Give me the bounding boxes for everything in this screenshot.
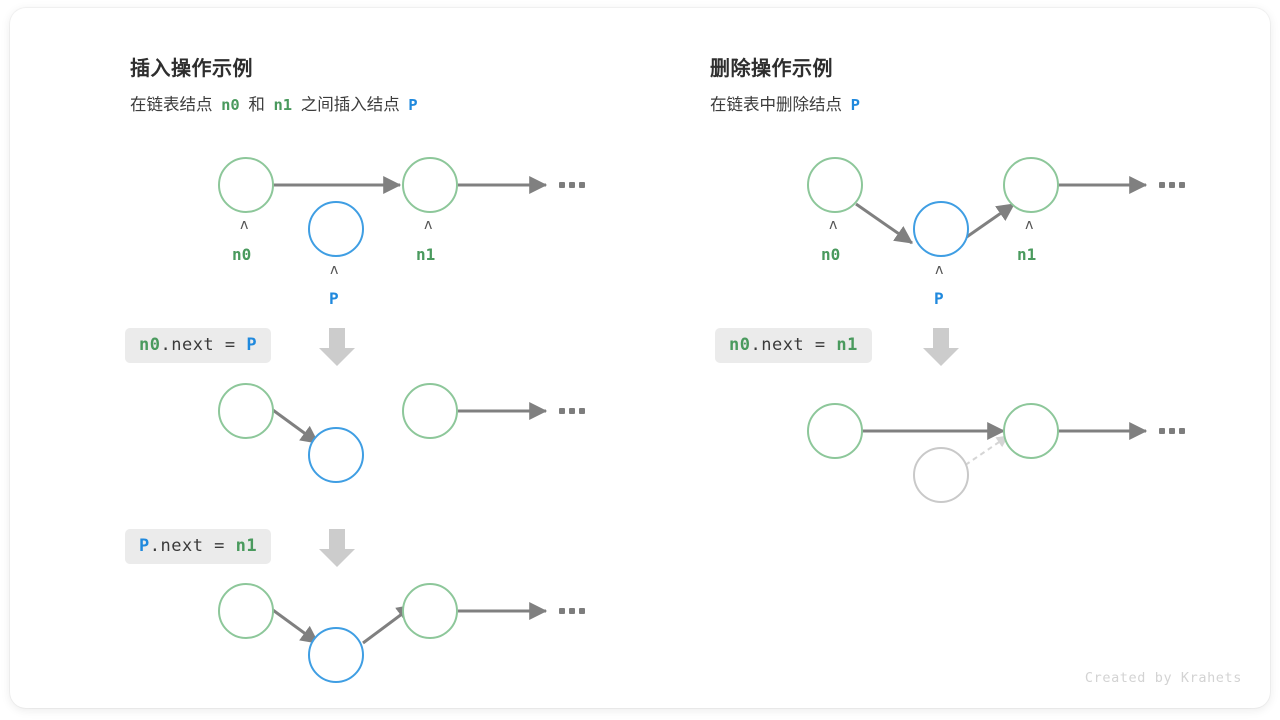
insert-step-1-down-arrow <box>319 328 355 366</box>
insert-step-1-code: n0.next = P <box>125 328 272 363</box>
insert-step-1-node-p: 0 <box>308 427 364 483</box>
subtitle-text-0: 在链表中删除结点 <box>710 96 847 114</box>
node-ring <box>218 383 274 439</box>
node-value: 0 <box>330 219 342 239</box>
insert-step-0-label-n0: n0 <box>232 245 252 264</box>
node-value: 3 <box>1025 421 1037 441</box>
insert-step-1-ellipsis <box>559 408 585 414</box>
remove-step-1-down-arrow <box>923 328 959 366</box>
node-value: 0 <box>330 445 342 465</box>
insert-step-0-edges <box>272 176 548 194</box>
remove-step-0-node-p: 0 <box>913 201 969 257</box>
remove-step-0-caret-p: ʌ <box>935 262 944 278</box>
remove-step-0-label-n0: n0 <box>821 245 841 264</box>
code-token-2: n1 <box>836 335 858 355</box>
node-ring <box>402 157 458 213</box>
insert-step-2-down-arrow <box>319 529 355 567</box>
insert-step-2-node-n1: 3 <box>402 583 458 639</box>
panel-remove-title: 删除操作示例 <box>710 58 833 80</box>
insert-step-0-ellipsis <box>559 182 585 188</box>
insert-step-0-node-n0: 1 <box>218 157 274 213</box>
subtitle-var-p: P <box>850 96 860 114</box>
remove-step-1-node-n0: 1 <box>807 403 863 459</box>
node-ring <box>402 383 458 439</box>
node-ring <box>807 157 863 213</box>
remove-step-0-node-n1: 3 <box>1003 157 1059 213</box>
insert-step-0-caret-n1: ʌ <box>424 217 433 233</box>
node-value: 3 <box>424 175 436 195</box>
insert-step-0-node-p: 0 <box>308 201 364 257</box>
remove-step-1-node-n1: 3 <box>1003 403 1059 459</box>
node-value: 0 <box>330 645 342 665</box>
panel-insert-subtitle: 在链表结点 n0 和 n1 之间插入结点 P <box>130 91 422 115</box>
insert-step-2-node-p: 0 <box>308 627 364 683</box>
subtitle-text-2: 之间插入结点 <box>296 96 405 114</box>
code-token-2: n1 <box>235 536 258 556</box>
node-ring <box>218 157 274 213</box>
remove-step-1-tail-edge <box>1058 422 1148 440</box>
code-token-2: P <box>246 335 258 355</box>
node-value: 3 <box>424 601 436 621</box>
node-ring <box>308 201 364 257</box>
code-token-0: n0 <box>139 335 161 355</box>
node-value: 1 <box>240 601 252 621</box>
subtitle-text-0: 在链表结点 <box>130 96 218 114</box>
subtitle-var-n1: n1 <box>273 96 293 114</box>
panel-insert: 插入操作示例 在链表结点 n0 和 n1 之间插入结点 P 1 0 <box>10 8 640 708</box>
node-value: 1 <box>829 175 841 195</box>
code-token-0: n0 <box>729 335 751 355</box>
watermark-credit: Created by Krahets <box>1084 670 1242 686</box>
node-value: 0 <box>935 219 947 239</box>
diagram-canvas: 插入操作示例 在链表结点 n0 和 n1 之间插入结点 P 1 0 <box>10 8 1270 708</box>
remove-step-1-ellipsis <box>1159 428 1185 434</box>
insert-step-0-caret-p: ʌ <box>330 262 339 278</box>
node-ring <box>913 447 969 503</box>
node-value: 1 <box>240 401 252 421</box>
insert-step-0-node-n1: 3 <box>402 157 458 213</box>
insert-step-0-caret-n0: ʌ <box>240 217 249 233</box>
remove-step-0-node-n0: 1 <box>807 157 863 213</box>
remove-step-1-node-p-deleted: 0 <box>913 447 969 503</box>
node-ring <box>218 583 274 639</box>
remove-step-0-label-p: P <box>934 289 944 308</box>
insert-step-2-edges <box>265 602 548 645</box>
node-value: 0 <box>935 465 947 485</box>
panel-remove-subtitle: 在链表中删除结点 P <box>710 91 864 115</box>
panel-remove: 删除操作示例 在链表中删除结点 P 1 0 3 ʌ n0 ʌ P ʌ <box>600 8 1270 708</box>
remove-step-0-label-n1: n1 <box>1017 245 1037 264</box>
node-value: 3 <box>424 401 436 421</box>
insert-step-2-ellipsis <box>559 608 585 614</box>
subtitle-var-p: P <box>408 96 418 114</box>
code-token-0: P <box>139 536 150 556</box>
code-token-1: .next = <box>160 335 247 355</box>
code-token-1: .next = <box>149 536 236 556</box>
insert-step-1-node-n0: 1 <box>218 383 274 439</box>
remove-step-1-code: n0.next = n1 <box>715 328 872 363</box>
insert-step-0-label-p: P <box>329 289 339 308</box>
insert-step-1-edges <box>265 402 548 445</box>
node-value: 1 <box>829 421 841 441</box>
subtitle-var-n0: n0 <box>221 96 240 114</box>
node-value: 1 <box>240 175 252 195</box>
node-value: 3 <box>1025 175 1037 195</box>
panel-insert-title: 插入操作示例 <box>130 58 253 80</box>
insert-step-1-node-n1: 3 <box>402 383 458 439</box>
remove-step-0-ellipsis <box>1159 182 1185 188</box>
node-ring <box>807 403 863 459</box>
node-ring <box>913 201 969 257</box>
remove-step-0-caret-n0: ʌ <box>829 217 838 233</box>
remove-step-0-caret-n1: ʌ <box>1025 217 1034 233</box>
node-ring <box>1003 403 1059 459</box>
insert-step-2-node-n0: 1 <box>218 583 274 639</box>
subtitle-text-1: 和 <box>243 96 270 114</box>
insert-step-2-code: P.next = n1 <box>125 529 272 564</box>
insert-step-0-label-n1: n1 <box>416 245 436 264</box>
code-token-1: .next = <box>750 335 837 355</box>
